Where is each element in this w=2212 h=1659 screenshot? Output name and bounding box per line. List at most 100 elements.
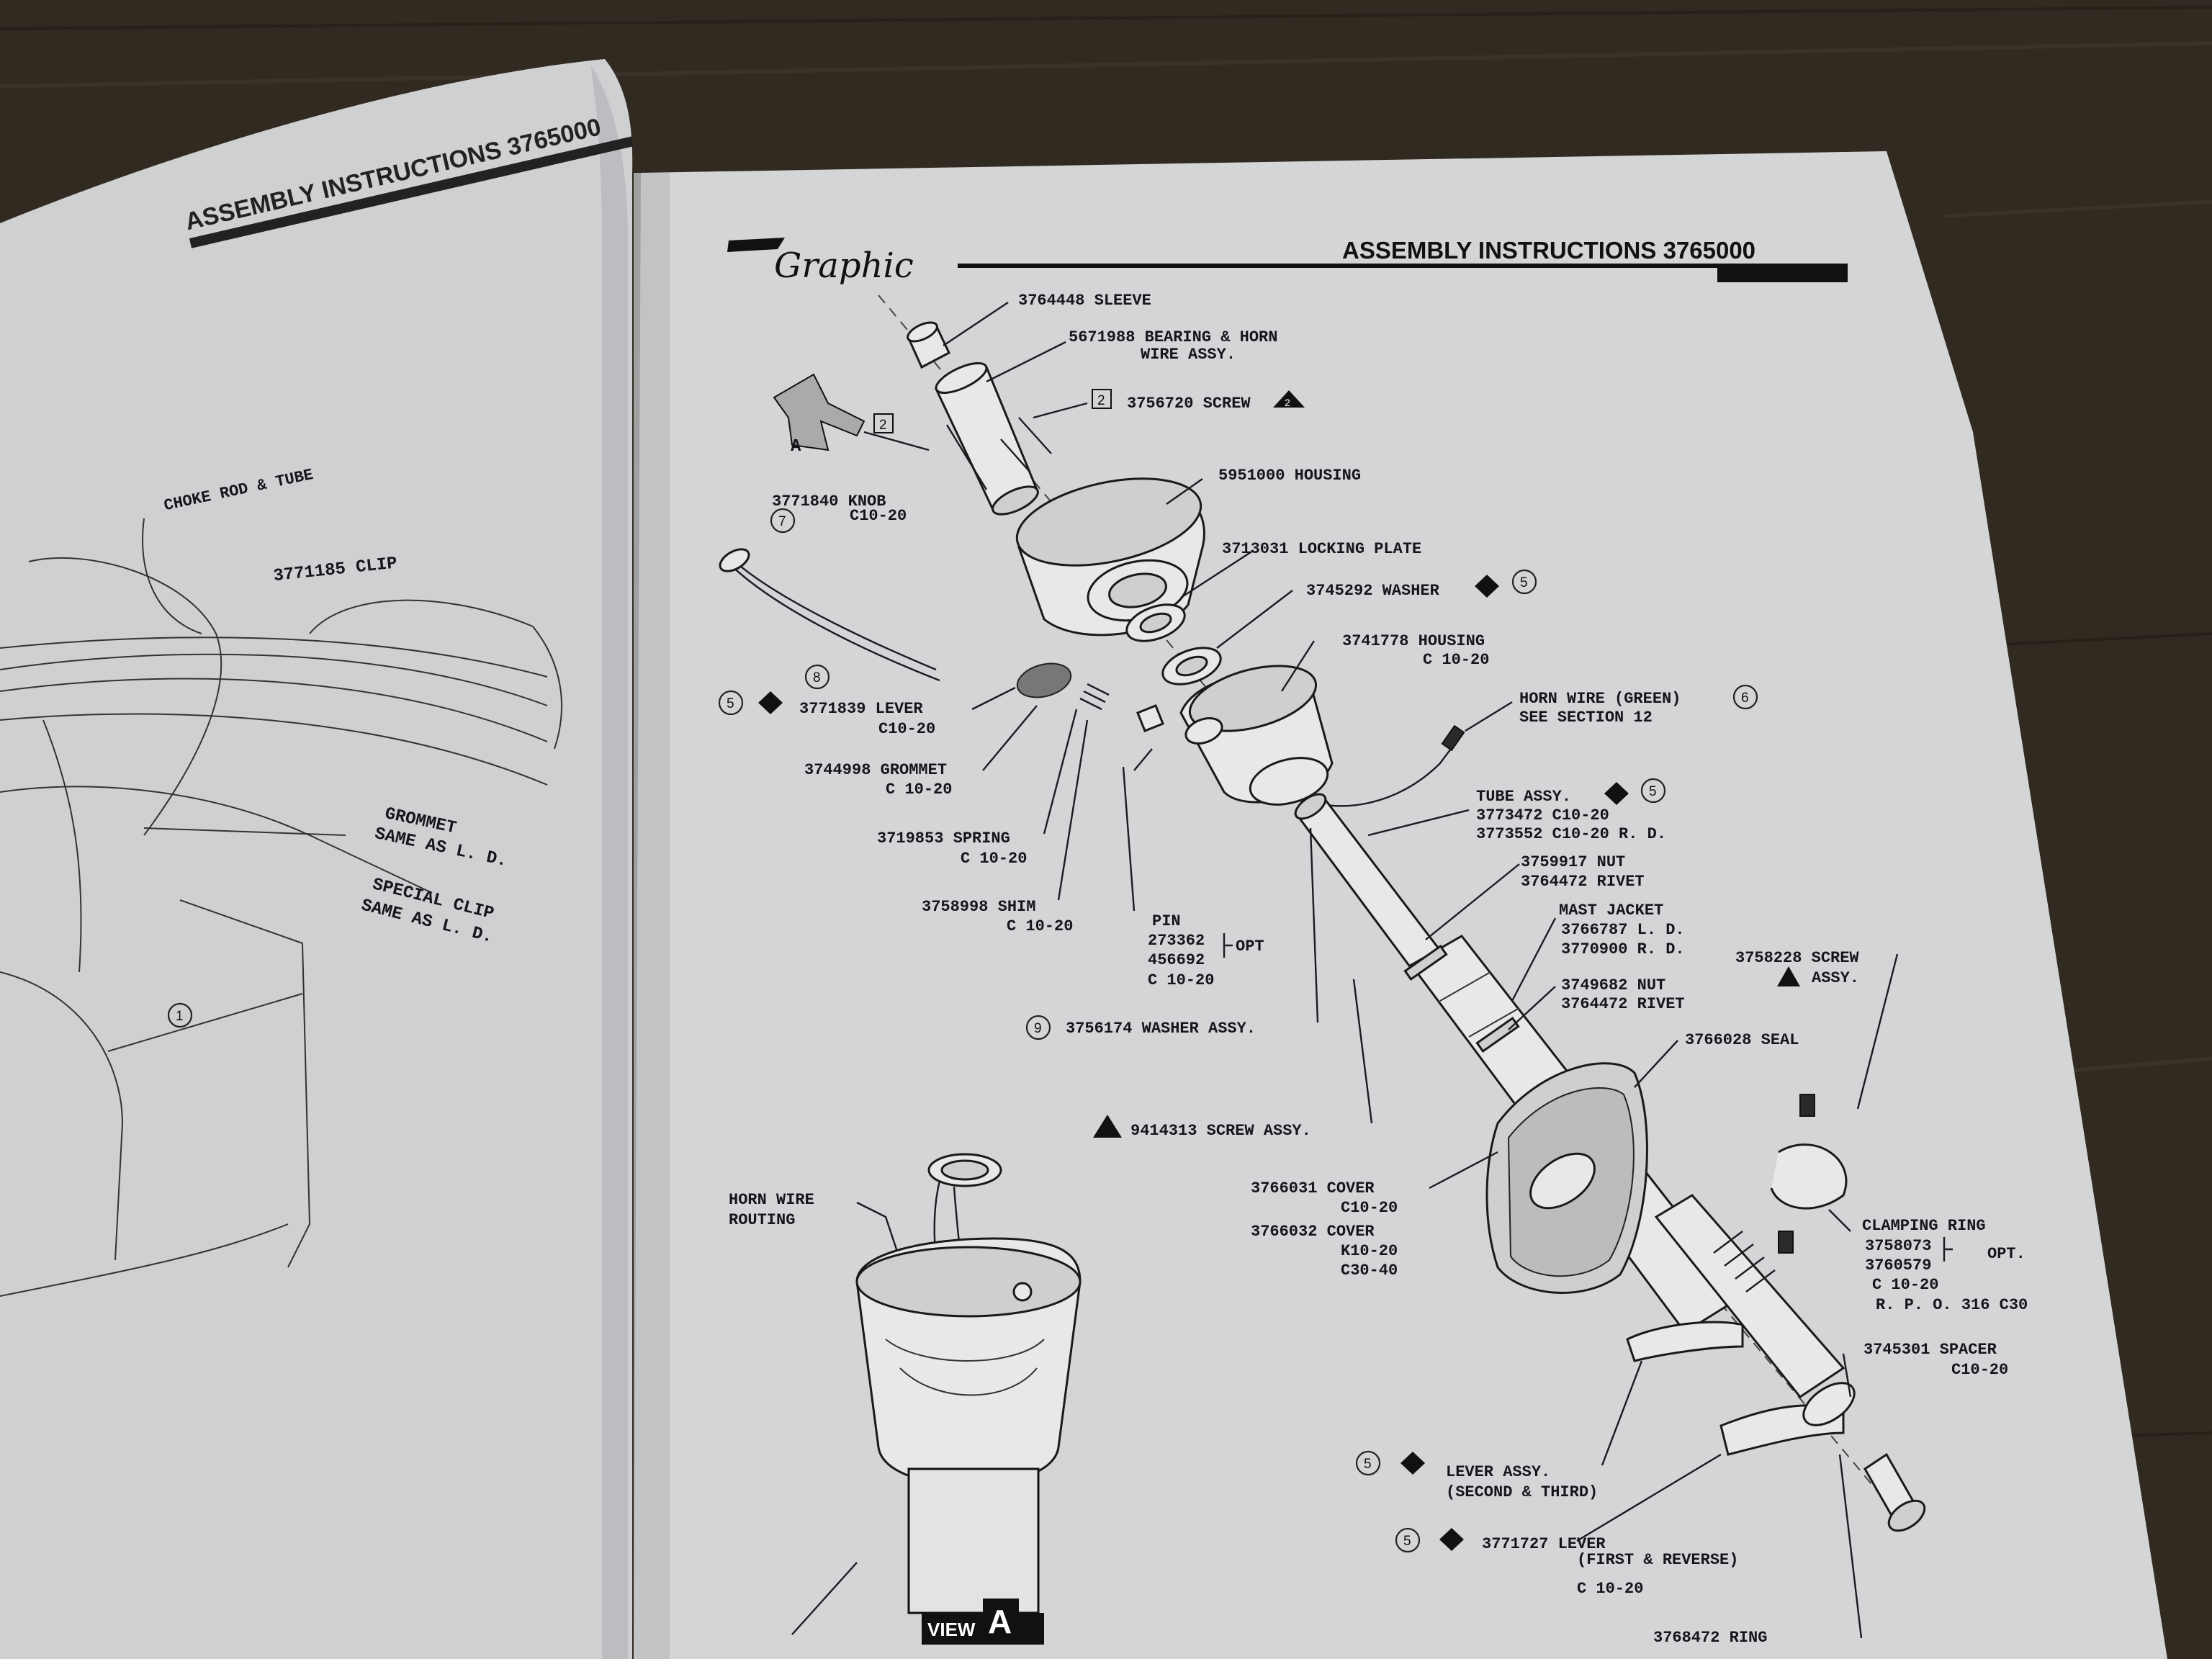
header-rule bbox=[958, 264, 1848, 268]
left-callout-circle bbox=[167, 1002, 193, 1028]
right-header-title: ASSEMBLY INSTRUCTIONS 3765000 bbox=[1342, 237, 1755, 264]
label-grommet-2: C 10-20 bbox=[886, 781, 952, 799]
view-a-arrow: A bbox=[773, 373, 866, 457]
label-housing-5951000: 5951000 HOUSING bbox=[1218, 467, 1361, 485]
label-nut2-1: 3749682 NUT bbox=[1561, 976, 1665, 994]
label-tube-1: TUBE ASSY. bbox=[1476, 788, 1571, 806]
lever-callout-5 bbox=[718, 690, 744, 716]
lever-assy-callout bbox=[1355, 1450, 1381, 1476]
lever3-lubricate-icon bbox=[1439, 1528, 1464, 1551]
screw3-warning-icon bbox=[1093, 1115, 1122, 1138]
label-screw: 3756720 SCREW bbox=[1127, 395, 1251, 413]
label-lever3-num: 5 bbox=[1403, 1534, 1411, 1549]
label-horn-wire-2: SEE SECTION 12 bbox=[1519, 709, 1653, 727]
label-cover-1: 3766031 COVER bbox=[1251, 1179, 1375, 1197]
label-tube-num: 5 bbox=[1649, 784, 1657, 799]
view-arrow-letter: A bbox=[791, 437, 801, 457]
label-lever-assy-1: LEVER ASSY. bbox=[1446, 1463, 1550, 1481]
label-tube-3: 3773552 C10-20 R. D. bbox=[1476, 825, 1666, 843]
lever3-callout bbox=[1395, 1527, 1421, 1553]
cover-seal-part bbox=[1485, 1062, 1648, 1294]
label-shim-2: C 10-20 bbox=[1007, 917, 1073, 935]
graphic-logo: Graphic bbox=[727, 238, 914, 286]
view-a-letter: A bbox=[988, 1603, 1012, 1640]
part-labels: 3764448 SLEEVE 5671988 BEARING & HORN WI… bbox=[718, 292, 2028, 1647]
label-ring: 3768472 RING bbox=[1653, 1629, 1767, 1647]
label-clamping-opt: OPT. bbox=[1987, 1245, 2026, 1263]
screw-qty-box bbox=[1092, 389, 1112, 409]
header-bar bbox=[1717, 264, 1848, 282]
label-grommet-1: 3744998 GROMMET bbox=[804, 761, 947, 779]
lever-callout-8 bbox=[804, 664, 830, 690]
label-washer: 3745292 WASHER bbox=[1306, 582, 1440, 600]
label-screw-qty: 2 bbox=[1097, 393, 1105, 408]
label-seal: 3766028 SEAL bbox=[1685, 1031, 1799, 1049]
housing-5951000-part bbox=[1015, 477, 1205, 637]
label-washer-assy: 3756174 WASHER ASSY. bbox=[1066, 1020, 1256, 1038]
view-a-label: VIEW bbox=[927, 1619, 976, 1640]
view-a-inset: VIEW A bbox=[855, 1153, 1082, 1645]
leader-lines bbox=[791, 302, 1899, 1639]
label-pin-1: PIN bbox=[1152, 912, 1181, 930]
horn-wire-callout bbox=[1732, 684, 1758, 710]
label-pin-4: C 10-20 bbox=[1148, 971, 1214, 989]
lubricate-icon bbox=[1475, 575, 1499, 598]
washer-callout-circle bbox=[1511, 569, 1537, 595]
label-washer-assy-num: 9 bbox=[1034, 1021, 1042, 1036]
label-housing-3741778-1: 3741778 HOUSING bbox=[1342, 632, 1485, 650]
label-lever3-3: C 10-20 bbox=[1577, 1580, 1643, 1598]
label-horn-wire-1: HORN WIRE (GREEN) bbox=[1519, 690, 1681, 708]
label-locking-plate: 3713031 LOCKING PLATE bbox=[1222, 540, 1421, 558]
sleeve-part bbox=[907, 321, 950, 369]
left-page-diagram bbox=[0, 518, 562, 1297]
label-pin-2: 273362 bbox=[1148, 932, 1205, 950]
label-bearing-1: 5671988 BEARING & HORN bbox=[1069, 328, 1277, 346]
lever-assy-lubricate-icon bbox=[1401, 1452, 1425, 1475]
label-housing-3741778-2: C 10-20 bbox=[1423, 651, 1489, 669]
label-horn-routing-1: HORN WIRE bbox=[729, 1191, 814, 1209]
label-shim-1: 3758998 SHIM bbox=[922, 898, 1035, 916]
label-cover-4: K10-20 bbox=[1341, 1242, 1398, 1260]
housing-3741778-part bbox=[1179, 665, 1334, 806]
label-spring-2: C 10-20 bbox=[961, 850, 1027, 868]
label-spacer-2: C10-20 bbox=[1951, 1361, 2008, 1379]
label-mast-3: 3770900 R. D. bbox=[1561, 940, 1685, 958]
label-washer-num: 5 bbox=[1520, 575, 1528, 590]
logo-text: Graphic bbox=[774, 246, 914, 286]
label-knob-1: 3771840 KNOB bbox=[772, 493, 886, 511]
label-lever-assy-2: (SECOND & THIRD) bbox=[1446, 1483, 1598, 1501]
label-horn-routing-2: ROUTING bbox=[729, 1211, 795, 1229]
label-screw2-1: 3758228 SCREW bbox=[1735, 949, 1859, 967]
label-screw2-2: ASSY. bbox=[1812, 969, 1859, 987]
label-pin-3: 456692 bbox=[1148, 951, 1205, 969]
label-spacer-1: 3745301 SPACER bbox=[1863, 1341, 1997, 1359]
label-lever-assy-num: 5 bbox=[1364, 1457, 1372, 1472]
label-spring-1: 3719853 SPRING bbox=[877, 830, 1010, 848]
label-mast-1: MAST JACKET bbox=[1559, 902, 1663, 920]
label-nut1-1: 3759917 NUT bbox=[1521, 853, 1625, 871]
label-nut1-2: 3764472 RIVET bbox=[1521, 873, 1645, 891]
label-cover-3: 3766032 COVER bbox=[1251, 1223, 1375, 1241]
label-knob-num: 7 bbox=[778, 514, 786, 529]
label-pin-opt: OPT bbox=[1236, 938, 1264, 956]
label-clamping-2: 3758073 bbox=[1865, 1237, 1931, 1255]
label-bearing-2: WIRE ASSY. bbox=[1141, 346, 1236, 364]
screw-qty-box-left bbox=[873, 413, 894, 433]
label-clamping-1: CLAMPING RING bbox=[1862, 1217, 1986, 1235]
label-cover-5: C30-40 bbox=[1341, 1262, 1398, 1280]
label-clamping-4: C 10-20 bbox=[1872, 1276, 1938, 1294]
steering-column-diagram: A bbox=[719, 295, 1926, 1532]
label-lever3-1: 3771727 LEVER bbox=[1482, 1535, 1606, 1553]
screw2-warning-icon bbox=[1777, 966, 1800, 986]
left-page: ASSEMBLY INSTRUCTIONS 3765000 CHOKE ROD … bbox=[0, 59, 634, 1659]
label-lever-num5: 5 bbox=[727, 696, 734, 711]
label-screw3: 9414313 SCREW ASSY. bbox=[1130, 1122, 1311, 1140]
label-lever-num8: 8 bbox=[813, 670, 821, 685]
label-clamping-3: 3760579 bbox=[1865, 1256, 1931, 1274]
warning-triangle-icon bbox=[1273, 390, 1305, 408]
label-screw-warn: 2 bbox=[1285, 397, 1290, 408]
washer-assy-callout bbox=[1025, 1015, 1051, 1040]
label-tube-2: 3773472 C10-20 bbox=[1476, 806, 1609, 824]
label-lever3-2: (FIRST & REVERSE) bbox=[1577, 1551, 1738, 1569]
right-page: Graphic ASSEMBLY INSTRUCTIONS 3765000 bbox=[634, 151, 2167, 1659]
